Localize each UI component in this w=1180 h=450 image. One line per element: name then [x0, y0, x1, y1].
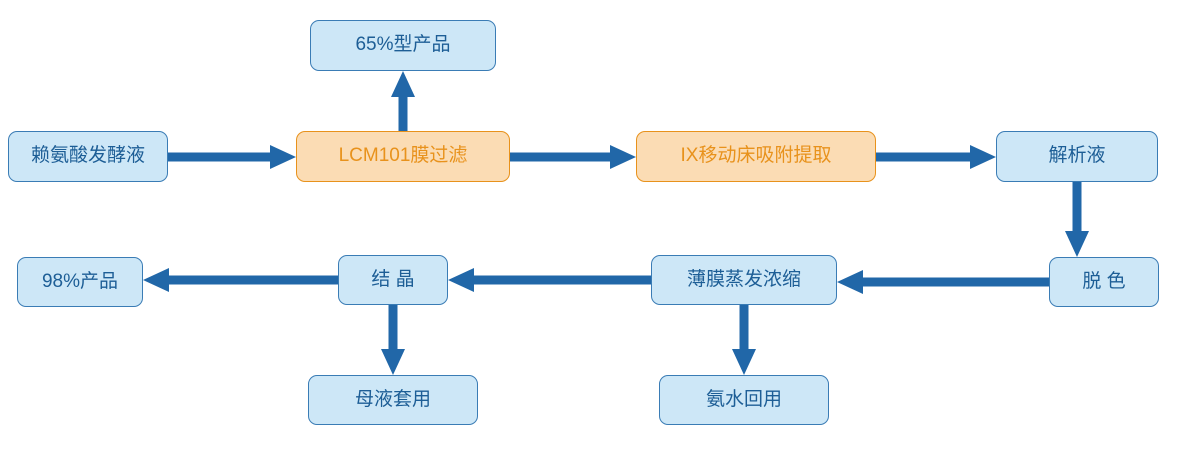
- arrow-decolor-to-evaporate: [837, 270, 1049, 294]
- arrow-lcm101-to-ix: [510, 145, 636, 169]
- node-feed[interactable]: 赖氨酸发酵液: [8, 131, 168, 182]
- node-product65[interactable]: 65%型产品: [310, 20, 496, 71]
- node-label-feed: 赖氨酸发酵液: [30, 145, 145, 167]
- node-crystal[interactable]: 结 晶: [338, 255, 448, 305]
- node-label-product65: 65%型产品: [355, 34, 451, 56]
- node-label-eluate: 解析液: [1048, 145, 1106, 167]
- node-label-product98: 98%产品: [41, 270, 119, 292]
- node-product98[interactable]: 98%产品: [17, 257, 143, 307]
- node-label-decolor: 脱 色: [1082, 270, 1126, 292]
- node-motherliquor[interactable]: 母液套用: [308, 375, 478, 425]
- arrow-feed-to-lcm101: [168, 145, 296, 169]
- arrow-evaporate-to-ammonia: [732, 305, 756, 375]
- node-ammonia[interactable]: 氨水回用: [659, 375, 829, 425]
- node-label-motherliquor: 母液套用: [354, 388, 431, 410]
- node-label-lcm101: LCM101膜过滤: [338, 145, 468, 167]
- node-label-ix: IX移动床吸附提取: [680, 145, 832, 167]
- node-decolor[interactable]: 脱 色: [1049, 257, 1159, 307]
- arrow-ix-to-eluate: [876, 145, 996, 169]
- node-label-crystal: 结 晶: [371, 268, 415, 290]
- node-evaporate[interactable]: 薄膜蒸发浓缩: [651, 255, 837, 305]
- node-label-evaporate: 薄膜蒸发浓缩: [686, 268, 801, 290]
- arrow-crystal-to-product98: [143, 268, 338, 292]
- node-eluate[interactable]: 解析液: [996, 131, 1158, 182]
- node-lcm101[interactable]: LCM101膜过滤: [296, 131, 510, 182]
- arrow-eluate-to-decolor: [1065, 182, 1089, 257]
- arrow-crystal-to-motherliquor: [381, 305, 405, 375]
- arrow-evaporate-to-crystal: [448, 268, 651, 292]
- node-ix[interactable]: IX移动床吸附提取: [636, 131, 876, 182]
- arrow-lcm101-to-product65: [391, 71, 415, 131]
- node-label-ammonia: 氨水回用: [705, 388, 782, 410]
